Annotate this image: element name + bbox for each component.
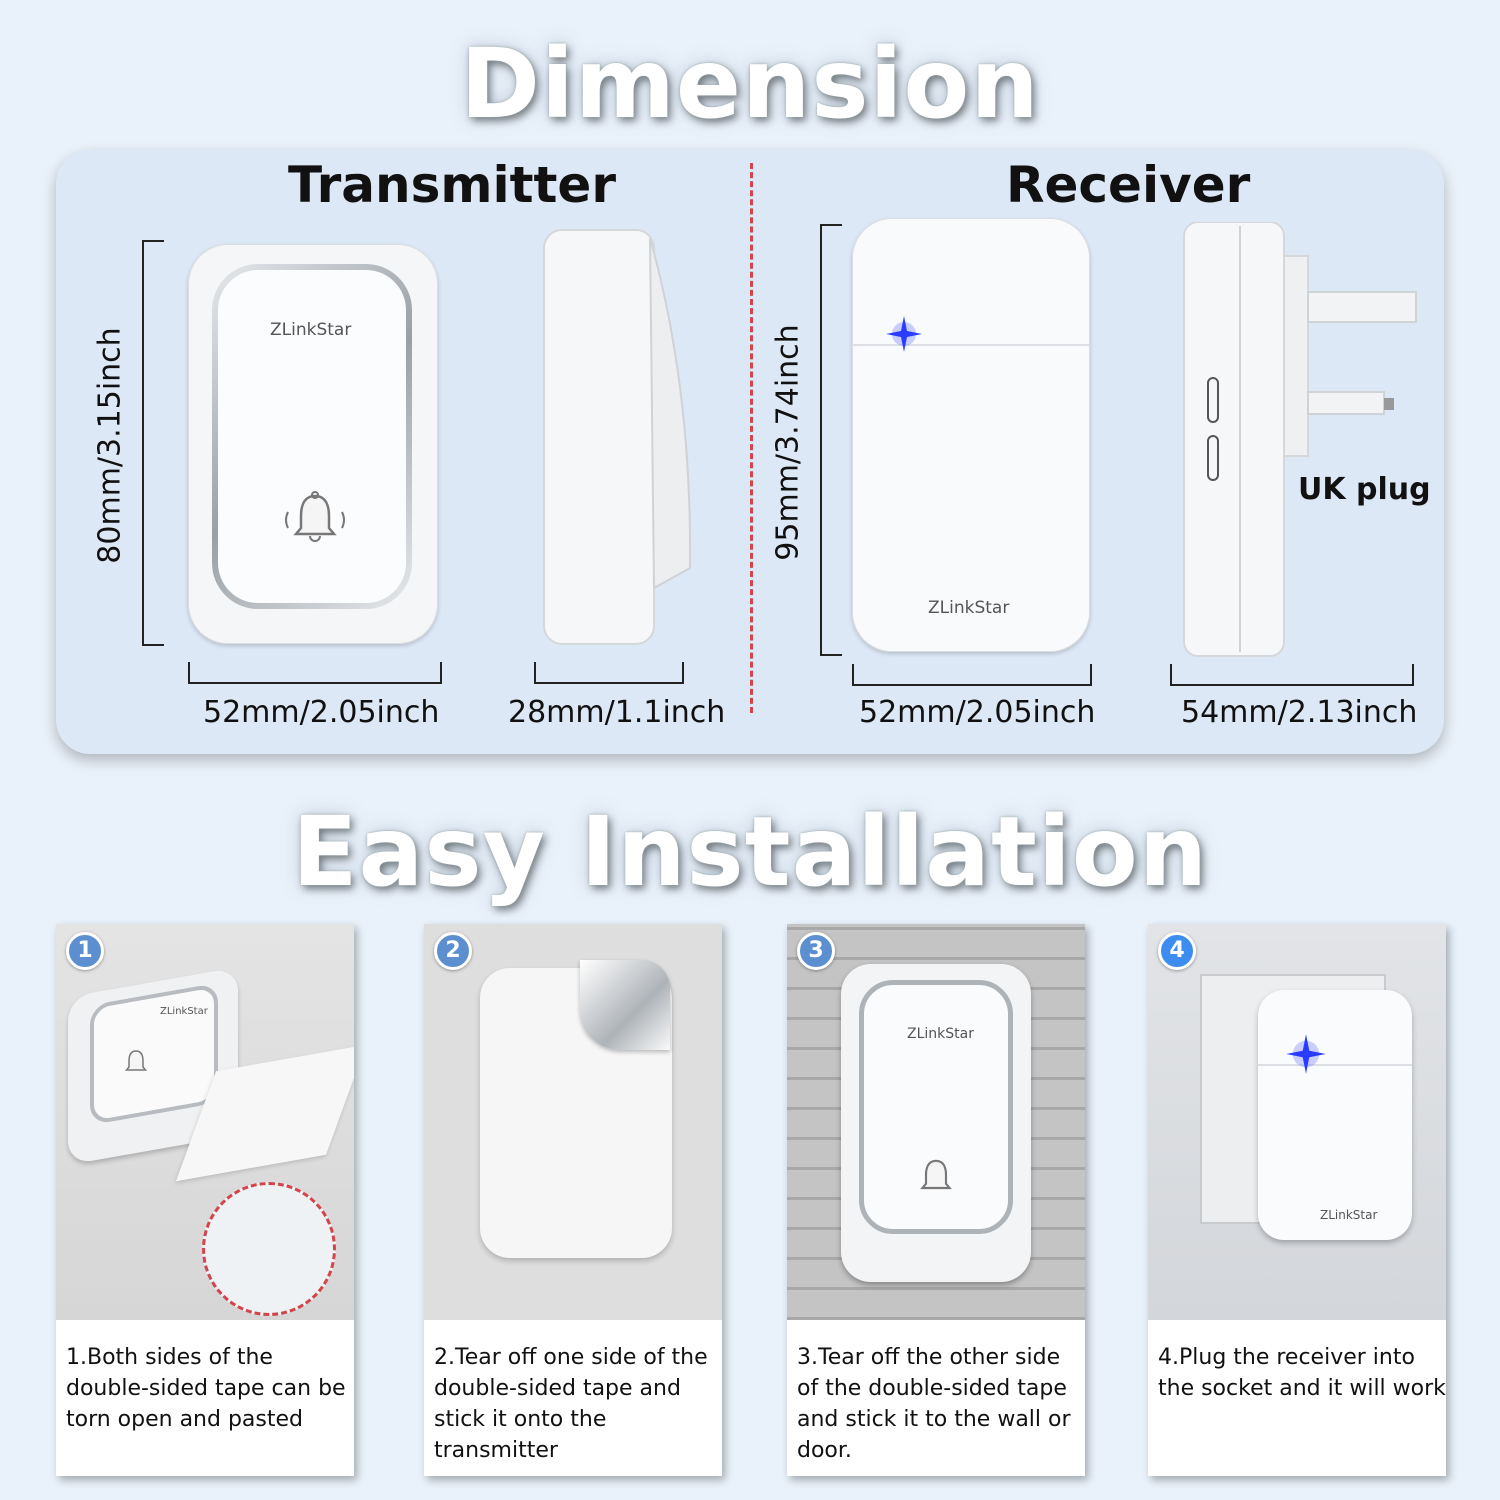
bell-icon (920, 1159, 952, 1190)
receiver-width-bracket (852, 664, 1092, 686)
transmitter-height-bracket (142, 240, 164, 646)
transmitter-depth-label: 28mm/1.1inch (508, 695, 726, 730)
step-3-card: ZLinkStar 3 3.Tear off the other side of… (787, 924, 1085, 1476)
receiver-width-label: 52mm/2.05inch (859, 695, 1096, 730)
step-4-image: ZLinkStar (1148, 924, 1446, 1320)
step-3-brand: ZLinkStar (907, 1026, 974, 1042)
step-4-card: ZLinkStar 4 4.Plug the receiver into the… (1148, 924, 1446, 1476)
receiver-brand: ZLinkStar (928, 598, 1010, 618)
bell-icon (285, 491, 345, 542)
step-2-caption: 2.Tear off one side of the double-sided … (434, 1345, 708, 1463)
transmitter-height-label: 80mm/3.15inch (92, 327, 128, 564)
bell-icon (124, 1050, 148, 1071)
step-3-badge: 3 (797, 932, 835, 970)
transmitter-title: Transmitter (288, 156, 616, 214)
receiver-side-image (1183, 222, 1417, 657)
receiver-depth-bracket (1170, 664, 1414, 686)
installation-title: Easy Installation (291, 796, 1209, 908)
step-1-caption: 1.Both sides of the double-sided tape ca… (66, 1345, 346, 1432)
led-icon (886, 316, 922, 352)
step-4-caption: 4.Plug the receiver into the socket and … (1158, 1345, 1446, 1401)
receiver-title: Receiver (1006, 156, 1251, 214)
receiver-depth-label: 54mm/2.13inch (1181, 695, 1418, 730)
transmitter-front-image: ZLinkStar (188, 244, 438, 644)
transmitter-width-label: 52mm/2.05inch (203, 695, 440, 730)
step-1-badge: 1 (66, 932, 104, 970)
receiver-height-label: 95mm/3.74inch (770, 324, 806, 561)
step-3-caption: 3.Tear off the other side of the double-… (797, 1345, 1071, 1463)
receiver-height-bracket (820, 224, 842, 656)
dimension-title: Dimension (460, 28, 1040, 140)
step-2-badge: 2 (434, 932, 472, 970)
step-2-image (424, 924, 722, 1320)
step-4-brand: ZLinkStar (1320, 1208, 1378, 1222)
step-1-brand: ZLinkStar (160, 1006, 208, 1017)
transmitter-brand: ZLinkStar (270, 320, 352, 340)
uk-plug-label: UK plug (1298, 472, 1431, 507)
step-1-image: ZLinkStar (56, 924, 354, 1320)
section-divider (750, 163, 753, 713)
transmitter-depth-bracket (534, 662, 684, 684)
step-4-badge: 4 (1158, 932, 1196, 970)
transmitter-side-image (543, 229, 692, 645)
transmitter-width-bracket (188, 662, 442, 684)
led-icon (1286, 1034, 1326, 1074)
receiver-front-image: ZLinkStar (852, 218, 1090, 652)
step-2-card: 2 2.Tear off one side of the double-side… (424, 924, 722, 1476)
step-3-image: ZLinkStar (787, 924, 1085, 1320)
step-1-card: ZLinkStar 1 1.Both sides of the double-s… (56, 924, 354, 1476)
